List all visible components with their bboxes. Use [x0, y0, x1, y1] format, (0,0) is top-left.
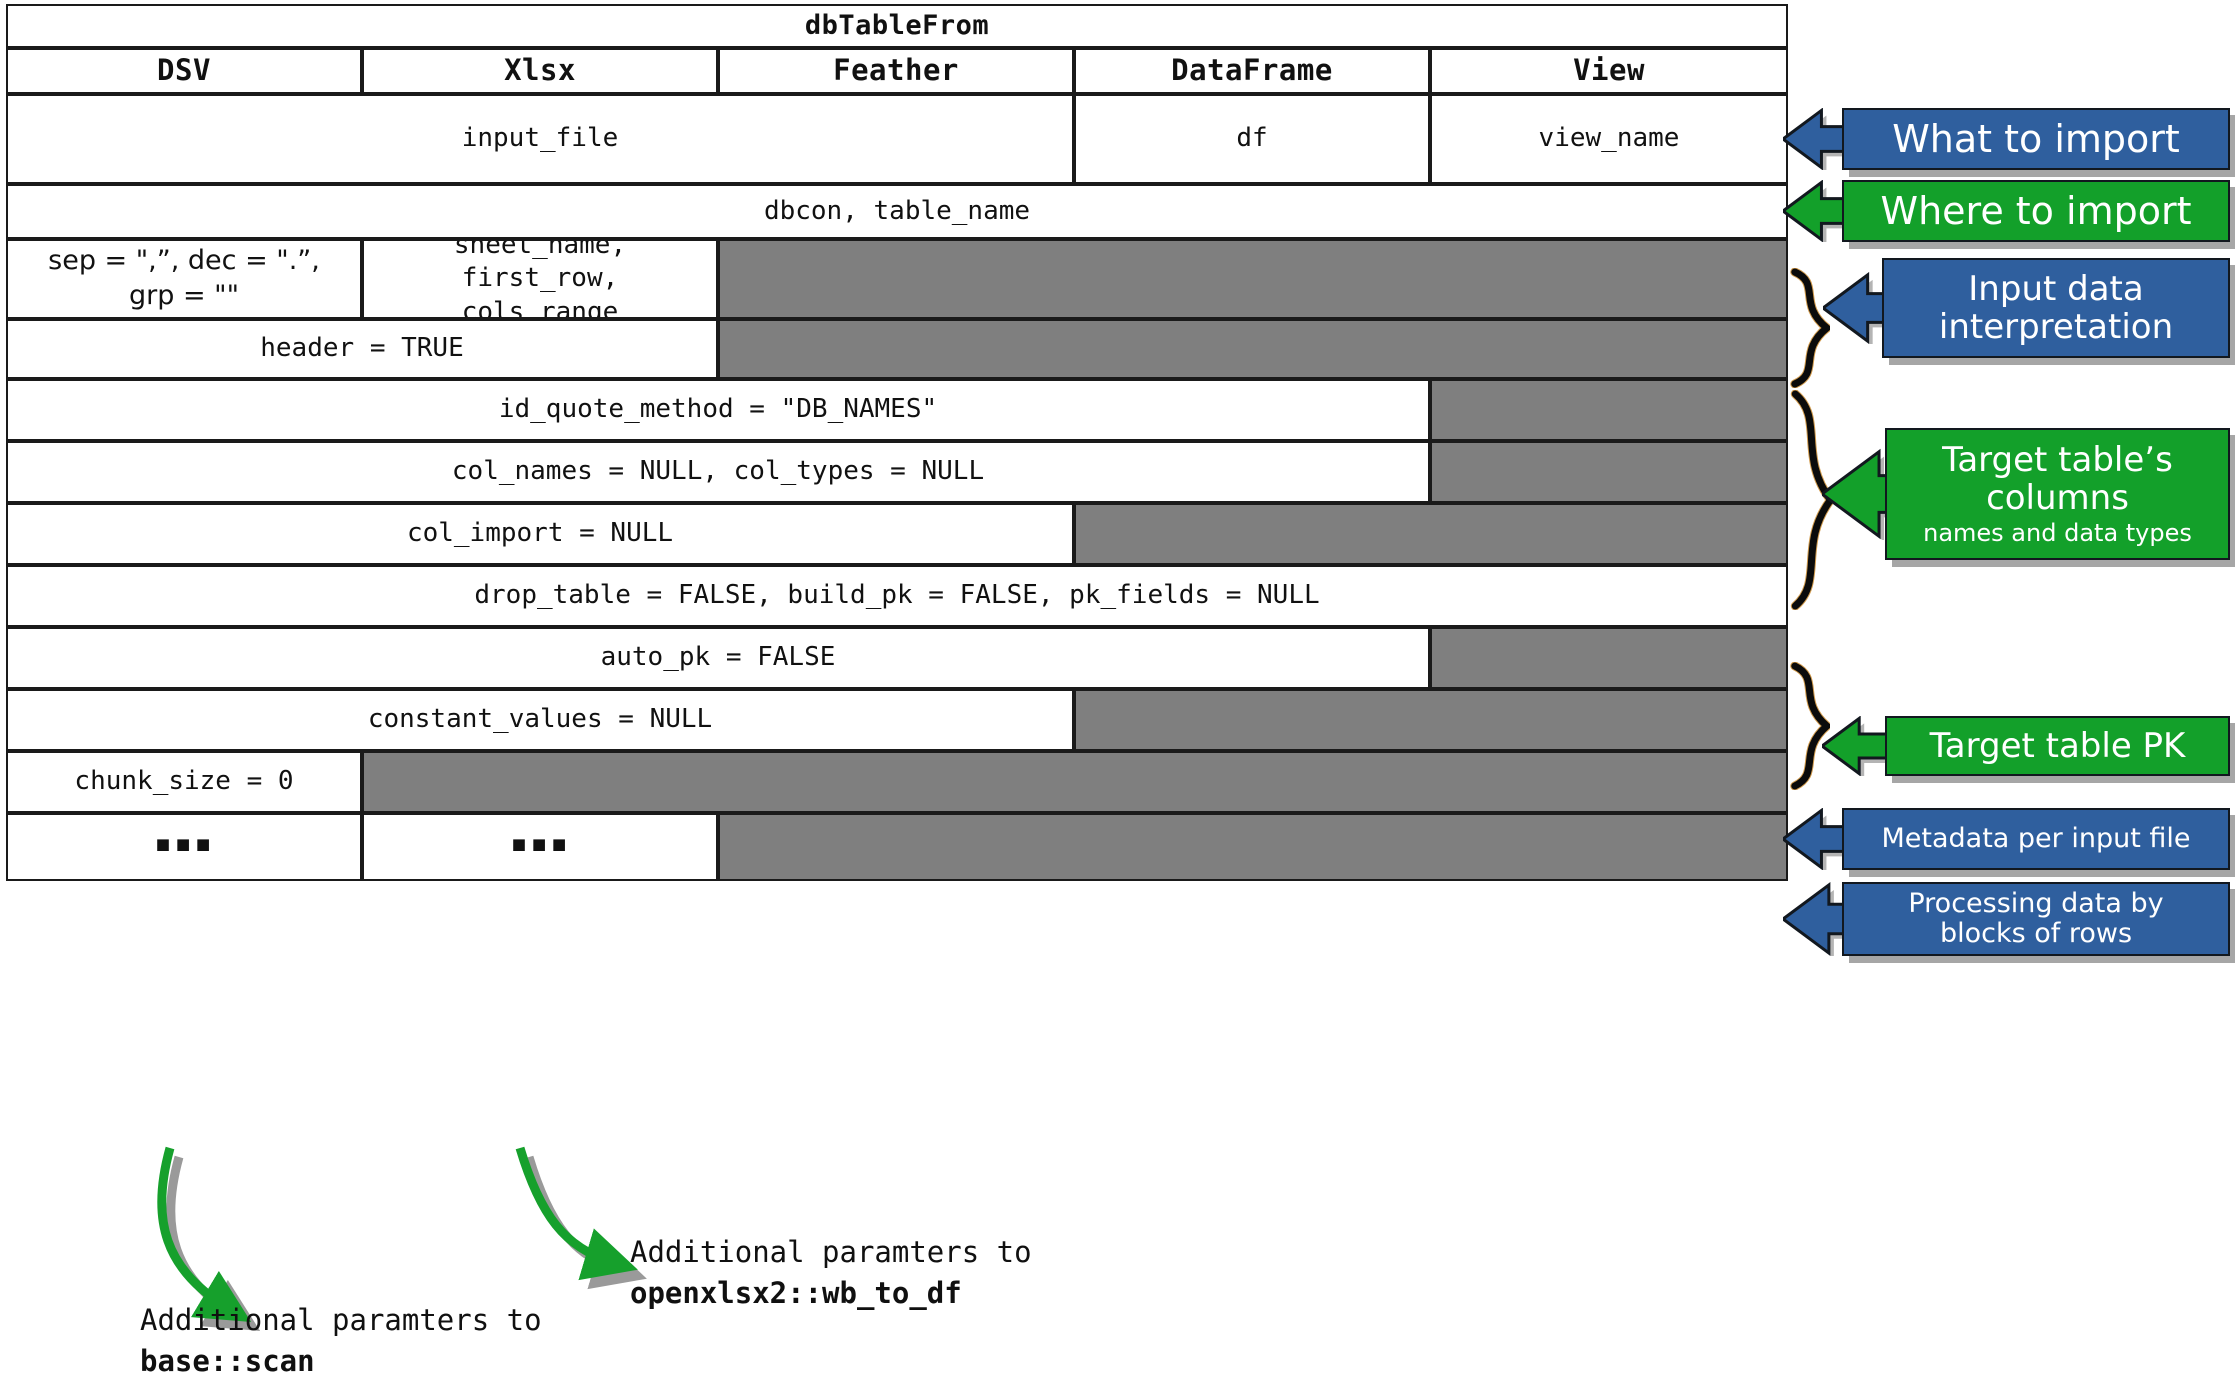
cell-sep-dec-grp-0: sep = ",”, dec = ".”, grp = "" — [6, 239, 362, 319]
cell-header-1 — [718, 319, 1788, 379]
note-line-1: Additional paramters to — [630, 1235, 1032, 1269]
arrow-where-to-import — [1783, 180, 1853, 242]
cell-drop-table-pk-0: drop_table = FALSE, build_pk = FALSE, pk… — [6, 565, 1788, 627]
arrow-target-table-columns — [1822, 448, 1898, 540]
cell-ellipsis-0: ▪▪▪ — [6, 813, 362, 881]
cell-col-names-types-1 — [1430, 441, 1788, 503]
column-header-view: View — [1430, 48, 1788, 94]
callout-processing-blocks: Processing data by blocks of rows — [1842, 882, 2230, 956]
note-line-2: base::scan — [140, 1344, 315, 1379]
arrow-metadata-per-file — [1783, 808, 1853, 870]
cell-id-quote-method-0: id_quote_method = "DB_NAMES" — [6, 379, 1430, 441]
cell-sep-dec-grp-1: sheet_name, first_row, cols_range — [362, 239, 718, 319]
callout-input-data-interp: Input data interpretation — [1882, 258, 2230, 358]
note-line-1: Additional paramters to — [140, 1303, 542, 1337]
callout-sublabel: names and data types — [1923, 519, 2192, 548]
cell-chunk-size-1 — [362, 751, 1788, 813]
column-header-dataframe: DataFrame — [1074, 48, 1430, 94]
callout-what-to-import: What to import — [1842, 108, 2230, 170]
cell-input-file-1: df — [1074, 94, 1430, 184]
cell-dbcon-0: dbcon, table_name — [6, 184, 1788, 239]
brace-input-data-interp — [1790, 268, 1830, 388]
arrow-what-to-import — [1783, 108, 1853, 170]
arrow-processing-blocks — [1783, 882, 1853, 956]
cell-sep-dec-grp-2 — [718, 239, 1788, 319]
callout-metadata-per-file: Metadata per input file — [1842, 808, 2230, 870]
callout-label: What to import — [1892, 116, 2180, 161]
column-header-feather: Feather — [718, 48, 1074, 94]
cell-col-names-types-0: col_names = NULL, col_types = NULL — [6, 441, 1430, 503]
column-header-dsv: DSV — [6, 48, 362, 94]
arrow-input-data-interp — [1823, 272, 1893, 344]
cell-input-file-0: input_file — [6, 94, 1074, 184]
cell-col-import-0: col_import = NULL — [6, 503, 1074, 565]
callout-label: Processing data by blocks of rows — [1908, 887, 2164, 949]
cell-auto-pk-0: auto_pk = FALSE — [6, 627, 1430, 689]
cell-auto-pk-1 — [1430, 627, 1788, 689]
callout-label: Target table PK — [1929, 725, 2186, 766]
cell-ellipsis-2 — [718, 813, 1788, 881]
callout-label: Where to import — [1880, 188, 2192, 233]
cell-constant-values-1 — [1074, 689, 1788, 751]
callout-target-table-pk: Target table PK — [1885, 716, 2230, 776]
brace-target-table-pk — [1790, 662, 1830, 790]
cell-col-import-1 — [1074, 503, 1788, 565]
cell-header-0: header = TRUE — [6, 319, 718, 379]
callout-label: Input data interpretation — [1938, 268, 2174, 347]
column-header-xlsx: Xlsx — [362, 48, 718, 94]
cell-chunk-size-0: chunk_size = 0 — [6, 751, 362, 813]
note-line-2: openxlsx2::wb_to_df — [630, 1276, 962, 1311]
cell-id-quote-method-1 — [1430, 379, 1788, 441]
arrow-target-table-pk — [1822, 716, 1892, 776]
cell-ellipsis-1: ▪▪▪ — [362, 813, 718, 881]
table-title: dbTableFrom — [6, 4, 1788, 48]
callout-where-to-import: Where to import — [1842, 180, 2230, 242]
cell-constant-values-0: constant_values = NULL — [6, 689, 1074, 751]
callout-label: Metadata per input file — [1881, 822, 2191, 854]
cell-input-file-2: view_name — [1430, 94, 1788, 184]
